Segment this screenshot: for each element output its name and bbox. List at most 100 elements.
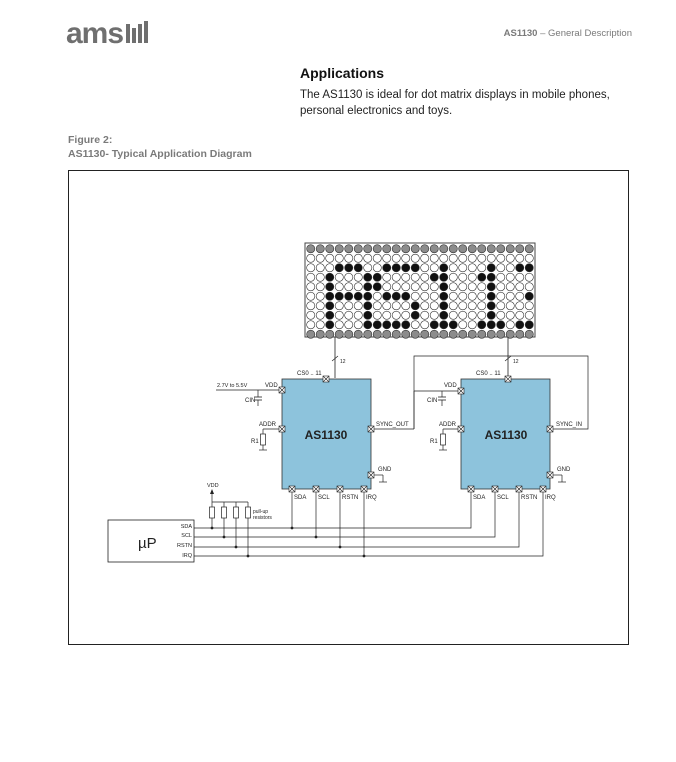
bus-junction xyxy=(246,554,250,558)
display-dot xyxy=(391,301,401,311)
display-dot xyxy=(448,291,458,301)
display-dot xyxy=(505,282,515,292)
chip-2-cin: CIN xyxy=(427,398,437,404)
chip-2-addr: ADDR xyxy=(439,422,457,428)
display-dot xyxy=(363,320,373,330)
display-dot xyxy=(325,329,335,339)
chip-1-cin: CIN xyxy=(245,398,255,404)
display-dot xyxy=(344,272,354,282)
display-dot xyxy=(315,244,325,254)
display-dot xyxy=(353,320,363,330)
chip-2-pin-scl: SCL xyxy=(497,495,509,501)
header-document-section: AS1130 – General Description xyxy=(504,28,632,39)
display-dot xyxy=(429,320,439,330)
mcu-pin-irq: IRQ xyxy=(182,553,193,559)
display-dot xyxy=(315,291,325,301)
display-dot xyxy=(515,244,525,254)
display-dot xyxy=(486,272,496,282)
display-dot xyxy=(420,272,430,282)
pin-marker xyxy=(467,485,475,493)
chip-2-pin-rstn: RSTN xyxy=(521,495,537,501)
display-dot xyxy=(505,253,515,263)
pullup-resistors: VDD pull-up resistors xyxy=(207,483,272,558)
display-dot xyxy=(486,310,496,320)
display-dot xyxy=(486,291,496,301)
chip-1-supply-label: 2.7V to 5.5V xyxy=(217,383,248,389)
display-dot xyxy=(429,253,439,263)
display-dot xyxy=(382,320,392,330)
display-dot xyxy=(410,329,420,339)
display-dot xyxy=(467,301,477,311)
display-dot xyxy=(363,310,373,320)
display-dot xyxy=(334,263,344,273)
display-dot xyxy=(382,263,392,273)
display-dot xyxy=(515,263,525,273)
pin-marker xyxy=(504,375,512,383)
pin-marker xyxy=(367,425,375,433)
chip-1-pin-irq: IRQ xyxy=(366,495,377,501)
display-dot xyxy=(344,301,354,311)
chip-2-label: AS1130 xyxy=(485,428,528,442)
display-dot xyxy=(325,244,335,254)
display-dot xyxy=(448,253,458,263)
display-dot xyxy=(477,291,487,301)
display-dot xyxy=(410,301,420,311)
display-dot xyxy=(448,320,458,330)
display-dot xyxy=(363,272,373,282)
display-dot xyxy=(439,301,449,311)
chip-1-gnd: GND xyxy=(378,467,392,473)
display-dot xyxy=(344,244,354,254)
display-dot xyxy=(439,244,449,254)
display-dot xyxy=(467,291,477,301)
chip-1-r1: R1 xyxy=(251,439,259,445)
display-dot xyxy=(496,282,506,292)
display-dot xyxy=(515,253,525,263)
pin-marker xyxy=(322,375,330,383)
display-dot xyxy=(372,282,382,292)
display-dot xyxy=(420,244,430,254)
display-dot xyxy=(334,329,344,339)
display-dot xyxy=(515,329,525,339)
display-dot xyxy=(496,263,506,273)
display-dot xyxy=(401,320,411,330)
display-dot xyxy=(382,291,392,301)
display-dot xyxy=(344,320,354,330)
mcu-pin-sda: SDA xyxy=(181,524,193,530)
display-dot xyxy=(467,244,477,254)
bus-junctions xyxy=(210,526,366,558)
display-dot xyxy=(439,253,449,263)
display-dot xyxy=(496,253,506,263)
display-dot xyxy=(496,310,506,320)
display-dot xyxy=(382,253,392,263)
pin-marker xyxy=(278,386,286,394)
display-dot xyxy=(505,272,515,282)
display-dot xyxy=(448,272,458,282)
chip-1-pin-scl: SCL xyxy=(318,495,330,501)
display-dot xyxy=(410,263,420,273)
display-dot xyxy=(353,263,363,273)
bus-junction xyxy=(290,526,294,530)
display-dot xyxy=(391,263,401,273)
bus-wiring xyxy=(194,489,544,557)
display-dot xyxy=(486,320,496,330)
display-dot xyxy=(334,301,344,311)
display-dot xyxy=(401,282,411,292)
display-dot xyxy=(505,244,515,254)
bus-junction xyxy=(222,535,226,539)
display-dot xyxy=(486,244,496,254)
display-dot xyxy=(505,291,515,301)
display-dot xyxy=(353,253,363,263)
display-dot xyxy=(420,310,430,320)
display-dot xyxy=(448,282,458,292)
display-dot xyxy=(524,263,534,273)
display-dot xyxy=(410,272,420,282)
display-dot xyxy=(467,320,477,330)
display-dot xyxy=(363,263,373,273)
display-dot xyxy=(315,272,325,282)
display-dot xyxy=(325,282,335,292)
display-dot xyxy=(372,272,382,282)
display-dot xyxy=(344,329,354,339)
display-dot xyxy=(344,282,354,292)
display-dot xyxy=(325,301,335,311)
display-dot xyxy=(401,272,411,282)
